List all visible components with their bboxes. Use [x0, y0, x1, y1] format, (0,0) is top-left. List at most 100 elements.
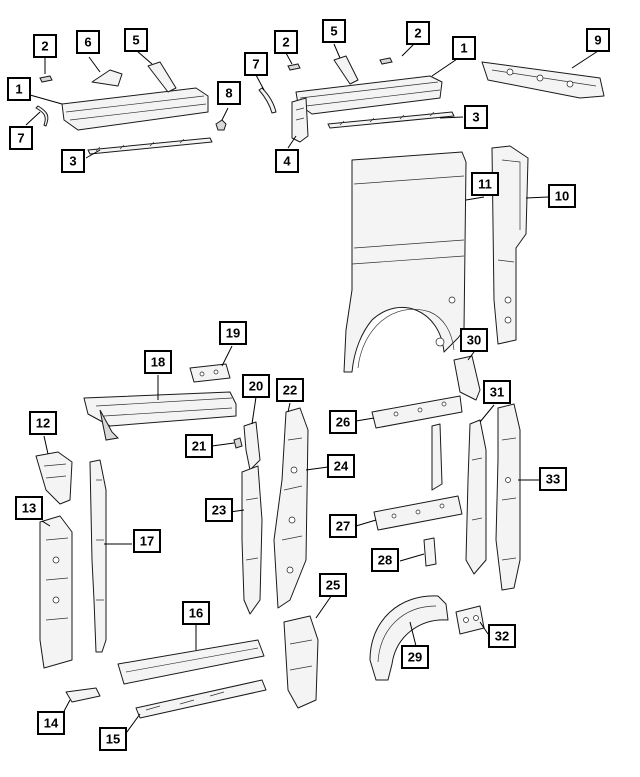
- svg-text:23: 23: [212, 503, 226, 518]
- leader-c24: [305, 466, 329, 471]
- svg-text:9: 9: [594, 33, 601, 48]
- leader-c12: [43, 435, 49, 455]
- part-c-pillar-reinforcement: [89, 459, 107, 653]
- svg-text:15: 15: [106, 732, 120, 747]
- svg-text:24: 24: [334, 459, 349, 474]
- svg-text:20: 20: [249, 379, 263, 394]
- svg-text:2: 2: [282, 35, 289, 50]
- part-rear-wheelhouse: [369, 595, 449, 681]
- part-wheelhouse-extension: [35, 451, 73, 505]
- callout-c25: 25: [319, 573, 347, 597]
- svg-text:2: 2: [414, 26, 421, 41]
- callout-c12: 12: [29, 411, 57, 435]
- part-roof-rail-right: [327, 111, 455, 129]
- callout-c1b: 1: [452, 36, 476, 60]
- part-sill-inner: [117, 639, 265, 685]
- callout-c9: 9: [586, 28, 610, 52]
- callout-c16: 16: [182, 601, 210, 625]
- part-roof-bow-right: [287, 55, 393, 85]
- leader-c19: [221, 345, 233, 367]
- svg-text:7: 7: [252, 57, 259, 72]
- part-lower-pillar-bracket: [283, 615, 319, 709]
- leader-c22: [287, 402, 291, 413]
- svg-text:5: 5: [132, 33, 139, 48]
- leader-c13: [41, 520, 51, 527]
- part-wheelhouse-bracket: [455, 605, 485, 635]
- leader-c6: [88, 56, 101, 73]
- leader-c4: [287, 135, 297, 149]
- svg-text:3: 3: [69, 154, 76, 169]
- callout-c29: 29: [401, 645, 429, 669]
- part-roof-bow-left: [39, 61, 177, 93]
- part-roof-rail-left: [87, 137, 213, 155]
- svg-text:4: 4: [283, 154, 291, 169]
- callout-c15: 15: [99, 727, 127, 751]
- svg-text:12: 12: [36, 416, 50, 431]
- svg-text:10: 10: [555, 189, 569, 204]
- part-floor-pan-plate: [65, 687, 101, 703]
- svg-text:19: 19: [226, 326, 240, 341]
- part-body-side-panel: [343, 151, 467, 373]
- leader-c7b: [255, 74, 265, 91]
- callout-c22: 22: [276, 378, 304, 402]
- callout-c2a: 2: [33, 34, 57, 58]
- callout-labels: 2 6 5 1 7 3 8 7 2 5 2 1 9 3 4 11 10 19 1…: [7, 19, 610, 751]
- leader-c28: [399, 553, 425, 562]
- svg-text:31: 31: [490, 385, 504, 400]
- svg-text:1: 1: [460, 41, 467, 56]
- svg-text:14: 14: [44, 716, 59, 731]
- part-a-pillar-upper: [243, 421, 261, 471]
- callout-c4: 4: [275, 149, 299, 173]
- svg-text:1: 1: [15, 82, 22, 97]
- part-small-channel: [423, 537, 437, 567]
- part-rear-wheelhouse-front: [453, 355, 481, 401]
- svg-text:32: 32: [495, 629, 509, 644]
- callout-c31: 31: [483, 380, 511, 404]
- leader-c27: [355, 519, 377, 527]
- part-sill-outer: [135, 679, 267, 719]
- svg-text:25: 25: [326, 578, 340, 593]
- svg-text:11: 11: [478, 177, 492, 192]
- leader-c3a: [85, 149, 101, 159]
- svg-text:27: 27: [336, 519, 350, 534]
- svg-text:29: 29: [408, 650, 422, 665]
- part-pillar-bracket: [258, 87, 309, 143]
- leader-lines: [25, 41, 599, 737]
- leader-c31: [479, 404, 495, 423]
- callout-c30: 30: [460, 328, 488, 352]
- callout-c3a: 3: [61, 149, 85, 173]
- leader-c32: [479, 621, 489, 635]
- svg-text:33: 33: [546, 472, 560, 487]
- part-reinforcement-bracket: [189, 363, 231, 383]
- part-roof-crossmember: [83, 391, 237, 441]
- callout-c5b: 5: [322, 19, 346, 43]
- part-hinge-pillar: [273, 407, 309, 609]
- parts-layer: [35, 55, 605, 719]
- callout-c11: 11: [471, 172, 499, 196]
- leader-c29: [409, 621, 417, 647]
- svg-text:28: 28: [378, 553, 392, 568]
- part-pillar-strip: [431, 423, 443, 491]
- part-crossbar-upper: [371, 395, 463, 429]
- svg-text:18: 18: [151, 355, 165, 370]
- leader-c1a: [29, 94, 63, 105]
- svg-text:22: 22: [283, 383, 297, 398]
- callout-c18: 18: [144, 350, 172, 374]
- svg-text:21: 21: [192, 439, 206, 454]
- callout-c13: 13: [15, 496, 43, 520]
- svg-text:6: 6: [84, 35, 91, 50]
- svg-text:13: 13: [22, 501, 36, 516]
- leader-c10: [525, 196, 549, 199]
- callout-c33: 33: [539, 467, 567, 491]
- callout-c14: 14: [37, 711, 65, 735]
- callout-c6: 6: [76, 30, 100, 54]
- part-roof-panel-left: [61, 87, 209, 131]
- callout-c32: 32: [488, 624, 516, 648]
- part-crossbar-lower: [373, 495, 463, 531]
- callout-c19: 19: [219, 321, 247, 345]
- leader-c5b: [333, 43, 341, 59]
- leader-c26: [355, 417, 375, 422]
- callout-c24: 24: [327, 454, 355, 478]
- leader-c3b: [439, 116, 464, 119]
- callout-c23: 23: [205, 498, 233, 522]
